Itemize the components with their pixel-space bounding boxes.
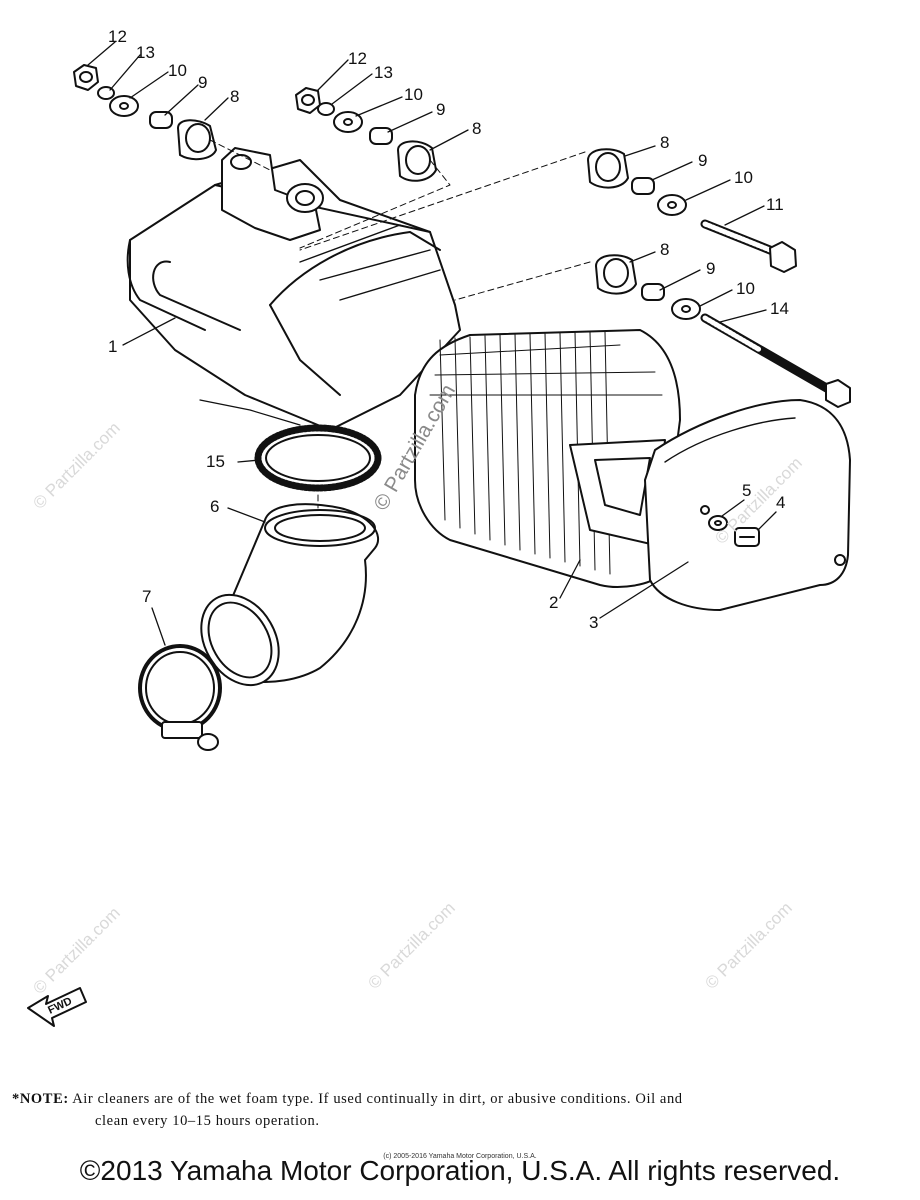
callout-15: 15 (206, 452, 225, 471)
note-text: *NOTE: Air cleaners are of the wet foam … (12, 1088, 912, 1132)
callout-12b: 12 (348, 49, 367, 68)
callout-13b: 13 (374, 63, 393, 82)
part-4-screw (734, 527, 760, 547)
callout-3: 3 (589, 613, 598, 632)
note-label: *NOTE: (12, 1091, 69, 1107)
small-copyright: (c) 2005-2016 Yamaha Motor Corporation, … (383, 1153, 537, 1160)
watermark: © Partzilla.com (364, 898, 458, 992)
callout-8a: 8 (230, 87, 239, 106)
callout-10c: 10 (734, 168, 753, 187)
callout-5: 5 (742, 481, 751, 500)
callout-12a: 12 (108, 27, 127, 46)
hardware-stack-middle (295, 87, 437, 182)
part-7-clamp (138, 644, 222, 751)
watermark: © Partzilla.com (701, 898, 795, 992)
part-1-air-box (126, 147, 461, 431)
watermark: © Partzilla.com (29, 903, 123, 997)
part-3-cover (644, 399, 851, 611)
callout-2: 2 (549, 593, 558, 612)
callout-10b: 10 (404, 85, 423, 104)
callout-10a: 10 (168, 61, 187, 80)
callout-8b: 8 (472, 119, 481, 138)
fwd-arrow (27, 987, 87, 1027)
callout-7: 7 (142, 587, 151, 606)
callout-4: 4 (776, 493, 785, 512)
callout-8c: 8 (660, 133, 669, 152)
part-5-washer (708, 515, 728, 531)
hardware-stack-left (73, 64, 217, 161)
hardware-stack-right-upper (587, 148, 797, 273)
callout-13a: 13 (136, 43, 155, 62)
part-2-filter-element (414, 329, 681, 588)
callout-9c: 9 (698, 151, 707, 170)
watermark: © Partzilla.com (29, 418, 123, 512)
part-6-intake-joint (200, 503, 380, 687)
callout-11: 11 (766, 195, 784, 214)
callout-14: 14 (770, 299, 789, 318)
callout-6: 6 (210, 497, 219, 516)
callout-10d: 10 (736, 279, 755, 298)
callout-9d: 9 (706, 259, 715, 278)
callout-8d: 8 (660, 240, 669, 259)
alignment-lines (209, 139, 591, 509)
copyright-footer: ©2013 Yamaha Motor Corporation, U.S.A. A… (79, 1155, 841, 1186)
callout-9a: 9 (198, 73, 207, 92)
note-line-2: clean every 10–15 hours operation. (95, 1113, 320, 1129)
note-line-1: Air cleaners are of the wet foam type. I… (72, 1091, 683, 1107)
leader-lines (87, 41, 777, 646)
callout-1: 1 (108, 337, 117, 356)
hardware-stack-right-lower (595, 254, 851, 408)
callout-9b: 9 (436, 100, 445, 119)
part-15-seal (254, 424, 382, 492)
callout-labels: 12 13 10 9 8 12 13 10 9 8 8 9 10 11 8 9 … (108, 27, 789, 632)
